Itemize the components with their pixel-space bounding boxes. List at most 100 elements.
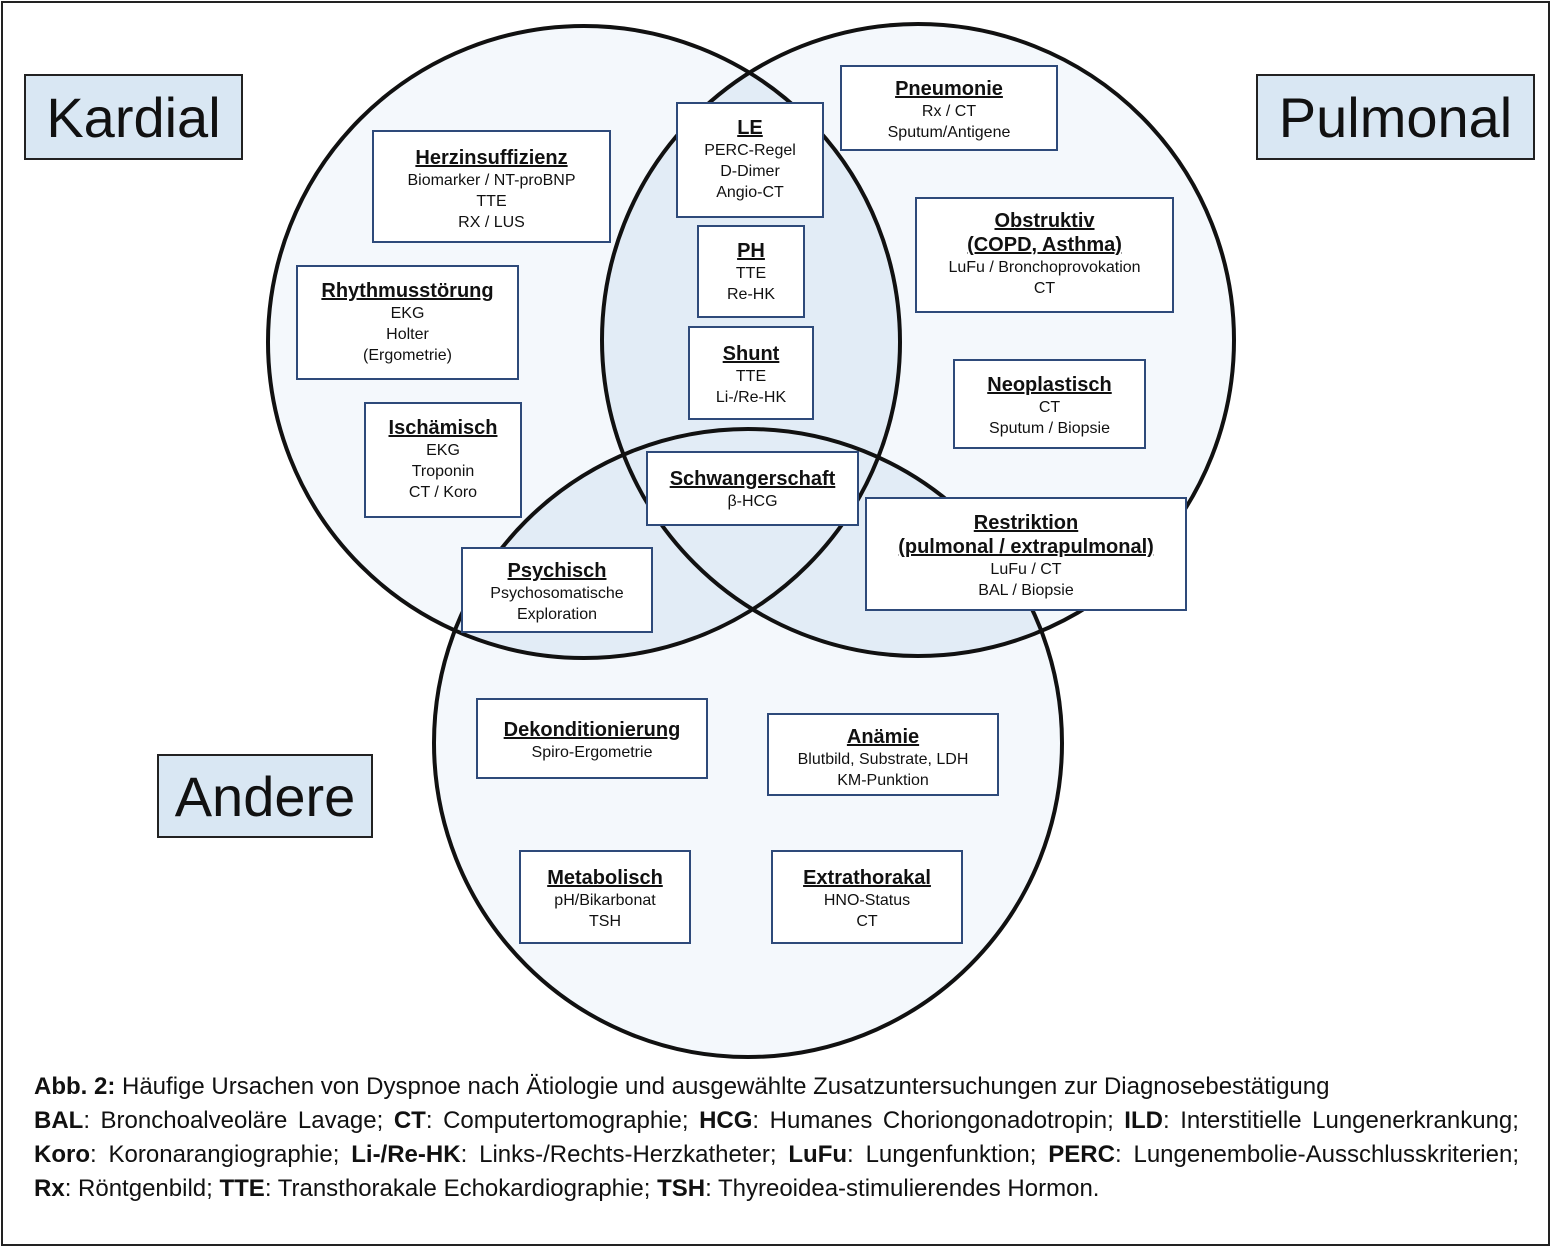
abbreviation-item: TTE: Transthorakale Echokardiographie [219, 1175, 644, 1202]
abbreviation-item: CT: Computertomographie [393, 1107, 682, 1134]
box-line: BAL / Biopsie [978, 582, 1074, 599]
category-andere-label: Andere [174, 764, 356, 828]
box-line: Sputum/Antigene [887, 124, 1011, 141]
box-line: TTE [735, 265, 767, 282]
box-line: TSH [589, 913, 621, 930]
box-line: Re-HK [726, 286, 775, 303]
box-title: PH [737, 240, 765, 262]
abbreviation-definition: Transthorakale Echokardiographie [277, 1175, 644, 1202]
abbreviation-item: Li-/Re-HK: Links-/Rechts-Herzkatheter [351, 1141, 770, 1168]
box-line: pH/Bikarbonat [554, 892, 656, 909]
box-line: LuFu / Bronchoprovokation [948, 259, 1141, 276]
box-line: D-Dimer [720, 163, 780, 180]
caption-label: Abb. 2: [34, 1073, 116, 1100]
box-line: Biomarker / NT-proBNP [407, 172, 576, 189]
abbreviation-term: Li-/Re-HK [351, 1141, 461, 1168]
box-ischaemisch: Ischämisch EKG Troponin CT / Koro [364, 402, 522, 518]
box-line: EKG [390, 305, 425, 322]
abbreviation-item: TSH: Thyreoidea-stimulierendes Hormon [657, 1175, 1093, 1202]
box-line: KM-Punktion [837, 772, 929, 789]
box-line: EKG [426, 442, 460, 459]
box-metabolisch: Metabolisch pH/Bikarbonat TSH [519, 850, 691, 944]
category-kardial-label: Kardial [46, 85, 221, 149]
abbreviation-item: Koro: Koronarangiographie [34, 1141, 333, 1168]
box-line: Angio-CT [716, 184, 784, 201]
box-dekonditionierung: Dekonditionierung Spiro-Ergometrie [476, 698, 708, 779]
box-title: Neoplastisch [987, 374, 1112, 396]
abbreviation-term: TTE [219, 1175, 265, 1202]
box-line: HNO-Status [823, 892, 911, 909]
box-line: Psychosomatische [490, 585, 624, 602]
abbreviation-term: Koro [34, 1141, 90, 1168]
category-andere: Andere [157, 754, 373, 838]
box-line: CT [856, 913, 878, 930]
abbreviation-term: CT [393, 1107, 426, 1134]
box-le: LE PERC-Regel D-Dimer Angio-CT [676, 102, 824, 218]
box-title: Anämie [846, 726, 920, 748]
box-line: TTE [476, 193, 507, 210]
box-title: Pneumonie [895, 78, 1003, 100]
abbreviation-item: PERC: Lungenembolie-Ausschlusskriterien [1048, 1141, 1513, 1168]
abbreviation-term: LuFu [788, 1141, 848, 1168]
box-title: Dekonditionierung [503, 719, 681, 741]
figure-caption: Abb. 2: Häufige Ursachen von Dyspnoe nac… [34, 1070, 1519, 1206]
box-title: Obstruktiv [994, 210, 1095, 232]
abbreviation-term: BAL [34, 1107, 84, 1134]
abbreviation-term: Rx [34, 1175, 65, 1202]
abbreviation-definition: Links-/Rechts-Herzkatheter [479, 1141, 770, 1168]
box-line: Rx / CT [921, 103, 977, 120]
box-ph: PH TTE Re-HK [697, 225, 805, 318]
box-title: Metabolisch [547, 867, 663, 889]
box-line: Sputum / Biopsie [989, 420, 1110, 437]
box-line: Holter [386, 326, 429, 343]
box-restriktion: Restriktion (pulmonal / extrapulmonal) L… [865, 497, 1187, 611]
box-line: TTE [735, 368, 767, 385]
abbreviation-definition: Lungenembolie-Ausschlusskriterien [1133, 1141, 1513, 1168]
box-title: Rhythmusstörung [321, 280, 494, 302]
box-title: Herzinsuffizienz [415, 147, 568, 169]
box-extrathorakal: Extrathorakal HNO-Status CT [771, 850, 963, 944]
box-line: Blutbild, Substrate, LDH [797, 751, 969, 768]
caption-text: Häufige Ursachen von Dyspnoe nach Ätiolo… [122, 1073, 1330, 1100]
box-title-sub: (COPD, Asthma) [967, 234, 1122, 256]
abbreviation-item: BAL: Bronchoalveoläre Lavage [34, 1107, 377, 1134]
abbreviation-item: HCG: Humanes Choriongonadotropin [699, 1107, 1108, 1134]
box-psychisch: Psychisch Psychosomatische Exploration [461, 547, 653, 633]
abbreviation-definition: Lungenfunktion [865, 1141, 1030, 1168]
box-herzinsuffizienz: Herzinsuffizienz Biomarker / NT-proBNP T… [372, 130, 611, 243]
abbreviation-definition: Koronarangiographie [108, 1141, 333, 1168]
box-title: LE [737, 117, 763, 139]
category-kardial: Kardial [24, 74, 243, 160]
box-line: Li-/Re-HK [715, 389, 787, 406]
box-title: Shunt [722, 343, 780, 365]
abbreviation-definition: Thyreoidea-stimulierendes Hormon [717, 1175, 1093, 1202]
circle-andere-outline [432, 427, 1064, 1059]
abbreviation-definition: Interstitielle Lungenerkrankung [1180, 1107, 1513, 1134]
category-pulmonal: Pulmonal [1256, 74, 1535, 160]
box-line: Exploration [516, 606, 598, 623]
box-schwangerschaft: Schwangerschaft β-HCG [646, 451, 859, 526]
abbreviation-item: ILD: Interstitielle Lungenerkrankung [1124, 1107, 1513, 1134]
abbreviation-definition: Computertomographie [443, 1107, 682, 1134]
abbreviation-item: Rx: Röntgenbild [34, 1175, 207, 1202]
box-anaemie: Anämie Blutbild, Substrate, LDH KM-Punkt… [767, 713, 999, 796]
box-line: Spiro-Ergometrie [531, 744, 653, 761]
box-line: CT [1033, 280, 1056, 297]
category-pulmonal-label: Pulmonal [1278, 85, 1513, 149]
box-rhythmusstoerung: Rhythmusstörung EKG Holter (Ergometrie) [296, 265, 519, 380]
abbreviation-list: BAL: Bronchoalveoläre Lavage; CT: Comput… [34, 1107, 1520, 1202]
box-line: CT / Koro [408, 484, 478, 501]
box-title-sub: (pulmonal / extrapulmonal) [898, 536, 1154, 558]
abbreviation-term: HCG [699, 1107, 753, 1134]
box-line: LuFu / CT [990, 561, 1062, 578]
abbreviation-definition: Bronchoalveoläre Lavage [100, 1107, 377, 1134]
box-title: Psychisch [507, 560, 607, 582]
abbreviation-term: ILD [1124, 1107, 1163, 1134]
circle-kardial-outline [266, 24, 902, 660]
box-title: Schwangerschaft [669, 468, 836, 490]
box-line: CT [1038, 399, 1061, 416]
box-title: Ischämisch [388, 417, 498, 439]
box-obstruktiv: Obstruktiv (COPD, Asthma) LuFu / Broncho… [915, 197, 1174, 313]
box-line: Troponin [411, 463, 475, 480]
